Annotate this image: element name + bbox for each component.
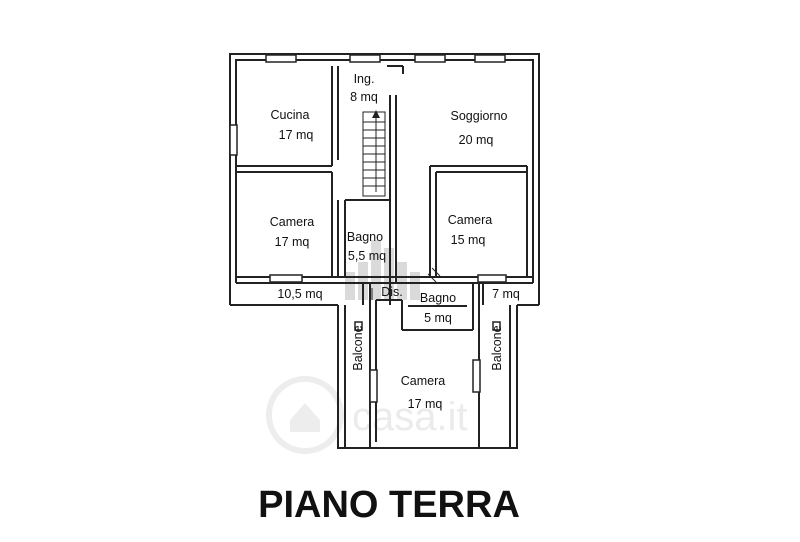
watermark: casa.it [266,240,468,454]
room-name-camera-bottom: Camera [401,374,446,388]
room-area-balcony-right: 7 mq [492,287,520,301]
page-title: PIANO TERRA [258,484,520,526]
windows [229,54,507,403]
room-area-ingresso: 8 mq [350,90,378,104]
room-area-bagno-small: 5 mq [424,311,452,325]
balcony-label-right: Balcone [490,325,504,370]
room-area-soggiorno: 20 mq [459,133,494,147]
staircase [362,111,386,197]
room-name-cucina: Cucina [271,108,310,122]
room-name-disimpegno: Dis. [381,285,403,299]
room-area-camera-bottom: 17 mq [408,397,443,411]
room-name-camera-right: Camera [448,213,493,227]
room-area-bagno-center: 5,5 mq [348,249,386,263]
interior-walls [236,65,533,448]
room-name-bagno-center: Bagno [347,230,383,244]
room-labels: Ing. 8 mq Cucina 17 mq Soggiorno 20 mq C… [270,72,520,411]
balcony-label-left: Balcone [351,325,365,370]
room-area-cucina: 17 mq [279,128,314,142]
outer-walls [229,53,540,449]
room-area-camera-right: 15 mq [451,233,486,247]
room-name-camera-left: Camera [270,215,315,229]
room-name-soggiorno: Soggiorno [451,109,508,123]
stair-arrow-icon [372,110,380,118]
door-marks [371,267,441,300]
room-area-balcony-left: 10,5 mq [277,287,322,301]
room-area-camera-left: 17 mq [275,235,310,249]
room-name-ingresso: Ing. [354,72,375,86]
room-name-bagno-small: Bagno [420,291,456,305]
